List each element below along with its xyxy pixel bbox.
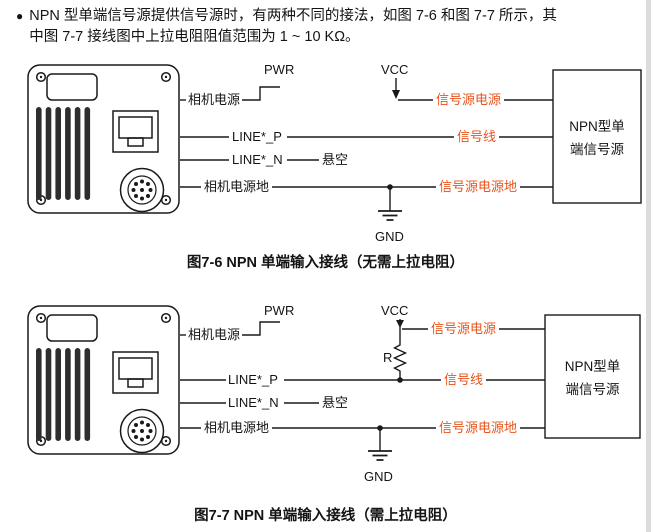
- vcc-label: VCC: [381, 303, 409, 318]
- signal-source-power-ground-label: 信号源电源地: [439, 179, 518, 194]
- pwr-pulse-symbol: [242, 86, 280, 101]
- line-n-label: LINE*_N: [228, 395, 279, 410]
- npn-source-box-line1: NPN型单: [569, 119, 625, 134]
- npn-source-box-outline: [544, 314, 641, 439]
- signal-source-power-label: 信号源电源: [431, 321, 497, 336]
- pwr-pulse-symbol: [242, 321, 280, 336]
- gnd-label: GND: [364, 469, 393, 484]
- npn-source-box-outline: [552, 69, 642, 204]
- signal-source-power-label: 信号源电源: [436, 92, 502, 107]
- camera-power-label: 相机电源: [188, 92, 241, 107]
- intro-paragraph: ● NPN 型单端信号源提供信号源时，有两种不同的接法，如图 7-6 和图 7-…: [16, 6, 557, 48]
- pwr-label: PWR: [264, 62, 295, 77]
- npn-source-box-line2: 端信号源: [565, 382, 620, 397]
- figure2-diagram: [27, 305, 641, 461]
- line-p-label: LINE*_P: [228, 372, 278, 387]
- page-right-edge: [646, 0, 651, 532]
- npn-source-box: NPN型单 端信号源: [545, 315, 640, 438]
- bullet-marker: ●: [16, 9, 24, 23]
- npn-source-box-line2: 端信号源: [570, 142, 624, 157]
- floating-label: 悬空: [322, 395, 349, 410]
- camera-icon: [27, 64, 180, 214]
- figure1-diagram: [27, 64, 642, 221]
- junction-dot: [397, 377, 403, 383]
- camera-power-ground-label: 相机电源地: [204, 420, 270, 435]
- ground-symbol: [368, 450, 392, 461]
- line-p-label: LINE*_P: [232, 129, 282, 144]
- npn-source-box-line1: NPN型单: [564, 359, 621, 374]
- line-n-label: LINE*_N: [232, 152, 283, 167]
- pwr-label: PWR: [264, 303, 295, 318]
- figure1-caption: 图7-6 NPN 单端输入接线（无需上拉电阻）: [186, 255, 465, 271]
- vcc-label: VCC: [381, 62, 409, 77]
- npn-source-box: NPN型单 端信号源: [553, 70, 641, 203]
- gnd-label: GND: [375, 229, 404, 244]
- resistor-symbol: [392, 319, 408, 380]
- camera-power-ground-label: 相机电源地: [204, 179, 270, 194]
- floating-label: 悬空: [322, 152, 349, 167]
- intro-line-2: 中图 7-7 接线图中上拉电阻阻值范围为 1 ~ 10 KΩ。: [29, 29, 360, 45]
- signal-line-label: 信号线: [444, 372, 484, 387]
- camera-power-label: 相机电源: [188, 327, 241, 342]
- signal-source-power-ground-label: 信号源电源地: [439, 420, 518, 435]
- vcc-arrow-icon: [392, 90, 400, 99]
- figure2-caption: 图7-7 NPN 单端输入接线（需上拉电阻）: [194, 508, 457, 524]
- vcc-arrow-icon: [396, 320, 404, 328]
- intro-line-1: NPN 型单端信号源提供信号源时，有两种不同的接法，如图 7-6 和图 7-7 …: [29, 8, 557, 24]
- resistor-label: R: [383, 350, 393, 365]
- signal-line-label: 信号线: [457, 129, 497, 144]
- camera-icon: [27, 305, 180, 455]
- ground-symbol: [378, 210, 402, 221]
